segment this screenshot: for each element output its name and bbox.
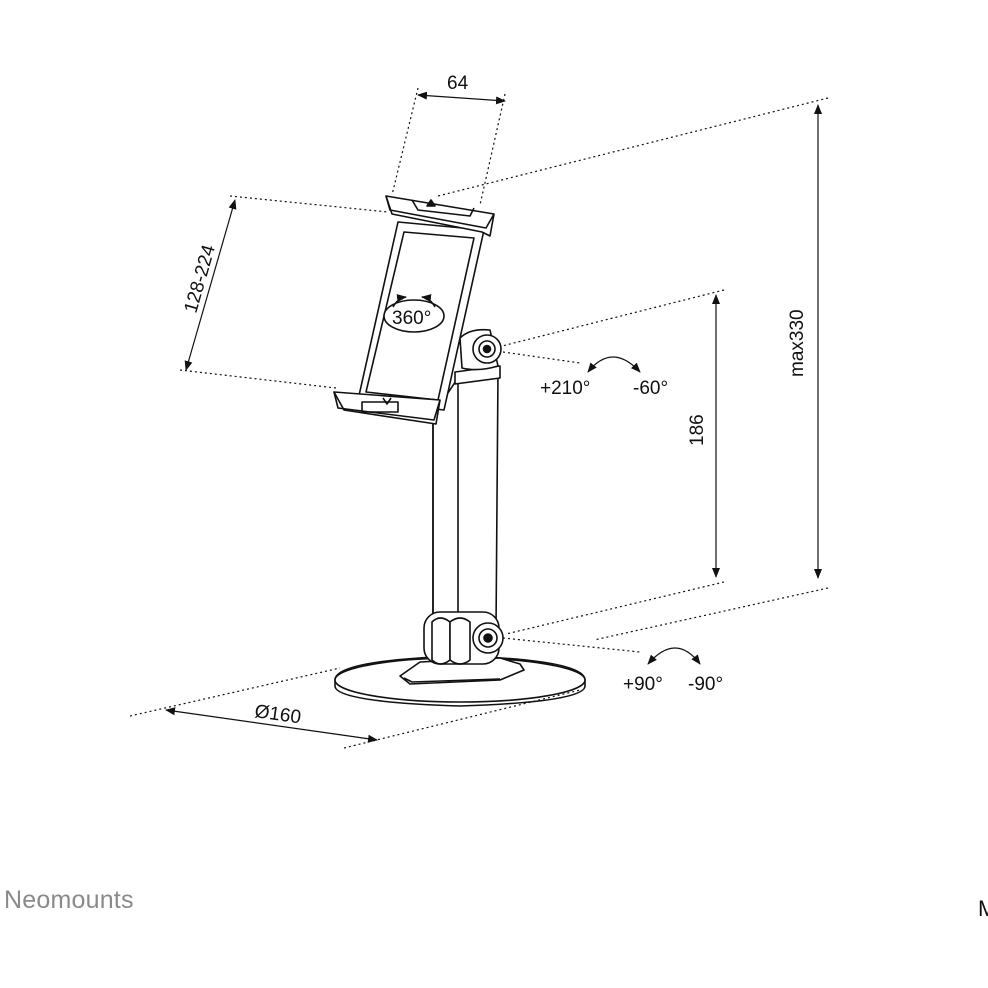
upper-tilt-down-label: -60° <box>633 378 668 399</box>
arm-height-label: 186 <box>687 414 708 446</box>
cropped-text-fragment: M <box>978 896 988 921</box>
column <box>432 365 501 641</box>
rotation-label: 360° <box>392 308 431 329</box>
tablet-holder <box>333 195 495 425</box>
width-label: 64 <box>447 73 469 94</box>
brand-logo-text: Neomounts <box>4 886 134 914</box>
dimension-lines <box>129 87 829 749</box>
stand-illustration <box>333 195 586 707</box>
lower-tilt-up-label: +90° <box>623 674 663 695</box>
upper-hinge <box>459 328 502 371</box>
lower-hinge <box>423 611 504 665</box>
upper-tilt-up-label: +210° <box>540 378 590 399</box>
clamp-range-label: 128-224 <box>181 242 221 315</box>
rotation-indicator <box>383 299 445 333</box>
base-diameter-label: Ø160 <box>253 701 302 728</box>
max-height-label: max330 <box>787 309 808 377</box>
lower-tilt-down-label: -90° <box>688 674 723 695</box>
